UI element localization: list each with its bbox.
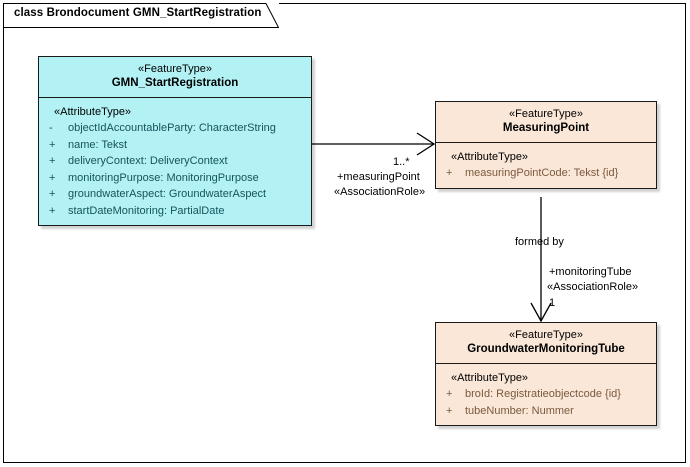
class-name: MeasuringPoint bbox=[502, 122, 590, 134]
attribute-row: + groundwaterAspect: GroundwaterAspect bbox=[46, 186, 307, 203]
attribute-text: startDateMonitoring: PartialDate bbox=[68, 204, 225, 217]
association-role-measuringpoint: +measuringPoint bbox=[337, 171, 420, 183]
attribute-compartment: «AttributeType» + broId: Registratieobjec… bbox=[436, 364, 656, 425]
association-stereotype-measuringpoint: «AssociationRole» bbox=[334, 186, 426, 198]
class-box-groundwatermonitoringtube[interactable]: «FeatureType» GroundwaterMonitoringTube … bbox=[435, 322, 657, 426]
attribute-row: + tubeNumber: Nummer bbox=[443, 403, 652, 420]
visibility-marker: + bbox=[49, 155, 56, 167]
attribute-text: name: Tekst bbox=[68, 138, 128, 151]
title-tab-shape bbox=[3, 3, 279, 28]
attribute-compartment: «AttributeType» - objectIdAccountablePart… bbox=[39, 98, 311, 225]
class-header: «FeatureType» GroundwaterMonitoringTube bbox=[436, 323, 656, 364]
class-stereotype: «FeatureType» bbox=[138, 63, 212, 75]
visibility-marker: + bbox=[49, 138, 56, 151]
attribute-text: broId: Registratieobjectcode {id} bbox=[465, 388, 621, 400]
attribute-text: deliveryContext: DeliveryContext bbox=[68, 155, 228, 167]
association-role-monitoringtube: +monitoringTube bbox=[549, 266, 632, 278]
visibility-marker: + bbox=[49, 171, 56, 184]
visibility-marker: - bbox=[49, 122, 53, 134]
attribute-row: + deliveryContext: DeliveryContext bbox=[46, 153, 307, 170]
class-box-gmn-startregistration[interactable]: «FeatureType» GMN_StartRegistration «Att… bbox=[38, 56, 312, 226]
association-stereotype-monitoringtube: «AssociationRole» bbox=[547, 281, 639, 293]
class-box-measuringpoint[interactable]: «FeatureType» MeasuringPoint «AttributeT… bbox=[435, 101, 657, 189]
class-header: «FeatureType» MeasuringPoint bbox=[436, 102, 656, 143]
class-header: «FeatureType» GMN_StartRegistration bbox=[39, 57, 311, 98]
diagram-title: class Brondocument GMN_StartRegistration bbox=[14, 7, 262, 19]
association-multiplicity-monitoringtube: 1 bbox=[549, 297, 556, 309]
attribute-row: + startDateMonitoring: PartialDate bbox=[46, 203, 307, 220]
class-name: GMN_StartRegistration bbox=[111, 77, 239, 89]
compartment-stereotype: «AttributeType» bbox=[54, 106, 132, 118]
visibility-marker: + bbox=[49, 204, 56, 217]
attribute-compartment: «AttributeType» + measuringPointCode: Tek… bbox=[436, 143, 656, 188]
attribute-text: tubeNumber: Nummer bbox=[465, 404, 574, 417]
class-stereotype: «FeatureType» bbox=[509, 108, 583, 120]
class-stereotype: «FeatureType» bbox=[509, 329, 583, 341]
attribute-row: + name: Tekst bbox=[46, 137, 307, 154]
class-name: GroundwaterMonitoringTube bbox=[467, 343, 625, 355]
attribute-text: measuringPointCode: Tekst {id} bbox=[465, 167, 619, 179]
compartment-stereotype: «AttributeType» bbox=[451, 372, 529, 384]
visibility-marker: + bbox=[446, 388, 453, 400]
attribute-row: - objectIdAccountableParty: CharacterStri… bbox=[46, 120, 307, 137]
compartment-stereotype: «AttributeType» bbox=[451, 151, 529, 163]
diagram-title-tab: class Brondocument GMN_StartRegistration bbox=[3, 3, 279, 28]
attribute-text: groundwaterAspect: GroundwaterAspect bbox=[68, 188, 267, 200]
attribute-row: + monitoringPurpose: MonitoringPurpose bbox=[46, 170, 307, 187]
association-name-formed-by: formed by bbox=[515, 236, 564, 248]
diagram-frame bbox=[3, 3, 686, 463]
attribute-text: objectIdAccountableParty: CharacterStrin… bbox=[68, 122, 276, 134]
visibility-marker: + bbox=[446, 404, 453, 417]
attribute-row: + broId: Registratieobjectcode {id} bbox=[443, 386, 652, 403]
attribute-row: + measuringPointCode: Tekst {id} bbox=[443, 165, 652, 182]
visibility-marker: + bbox=[446, 167, 453, 179]
attribute-text: monitoringPurpose: MonitoringPurpose bbox=[68, 171, 259, 184]
visibility-marker: + bbox=[49, 188, 56, 200]
association-multiplicity-measuringpoint: 1..* bbox=[393, 156, 410, 168]
